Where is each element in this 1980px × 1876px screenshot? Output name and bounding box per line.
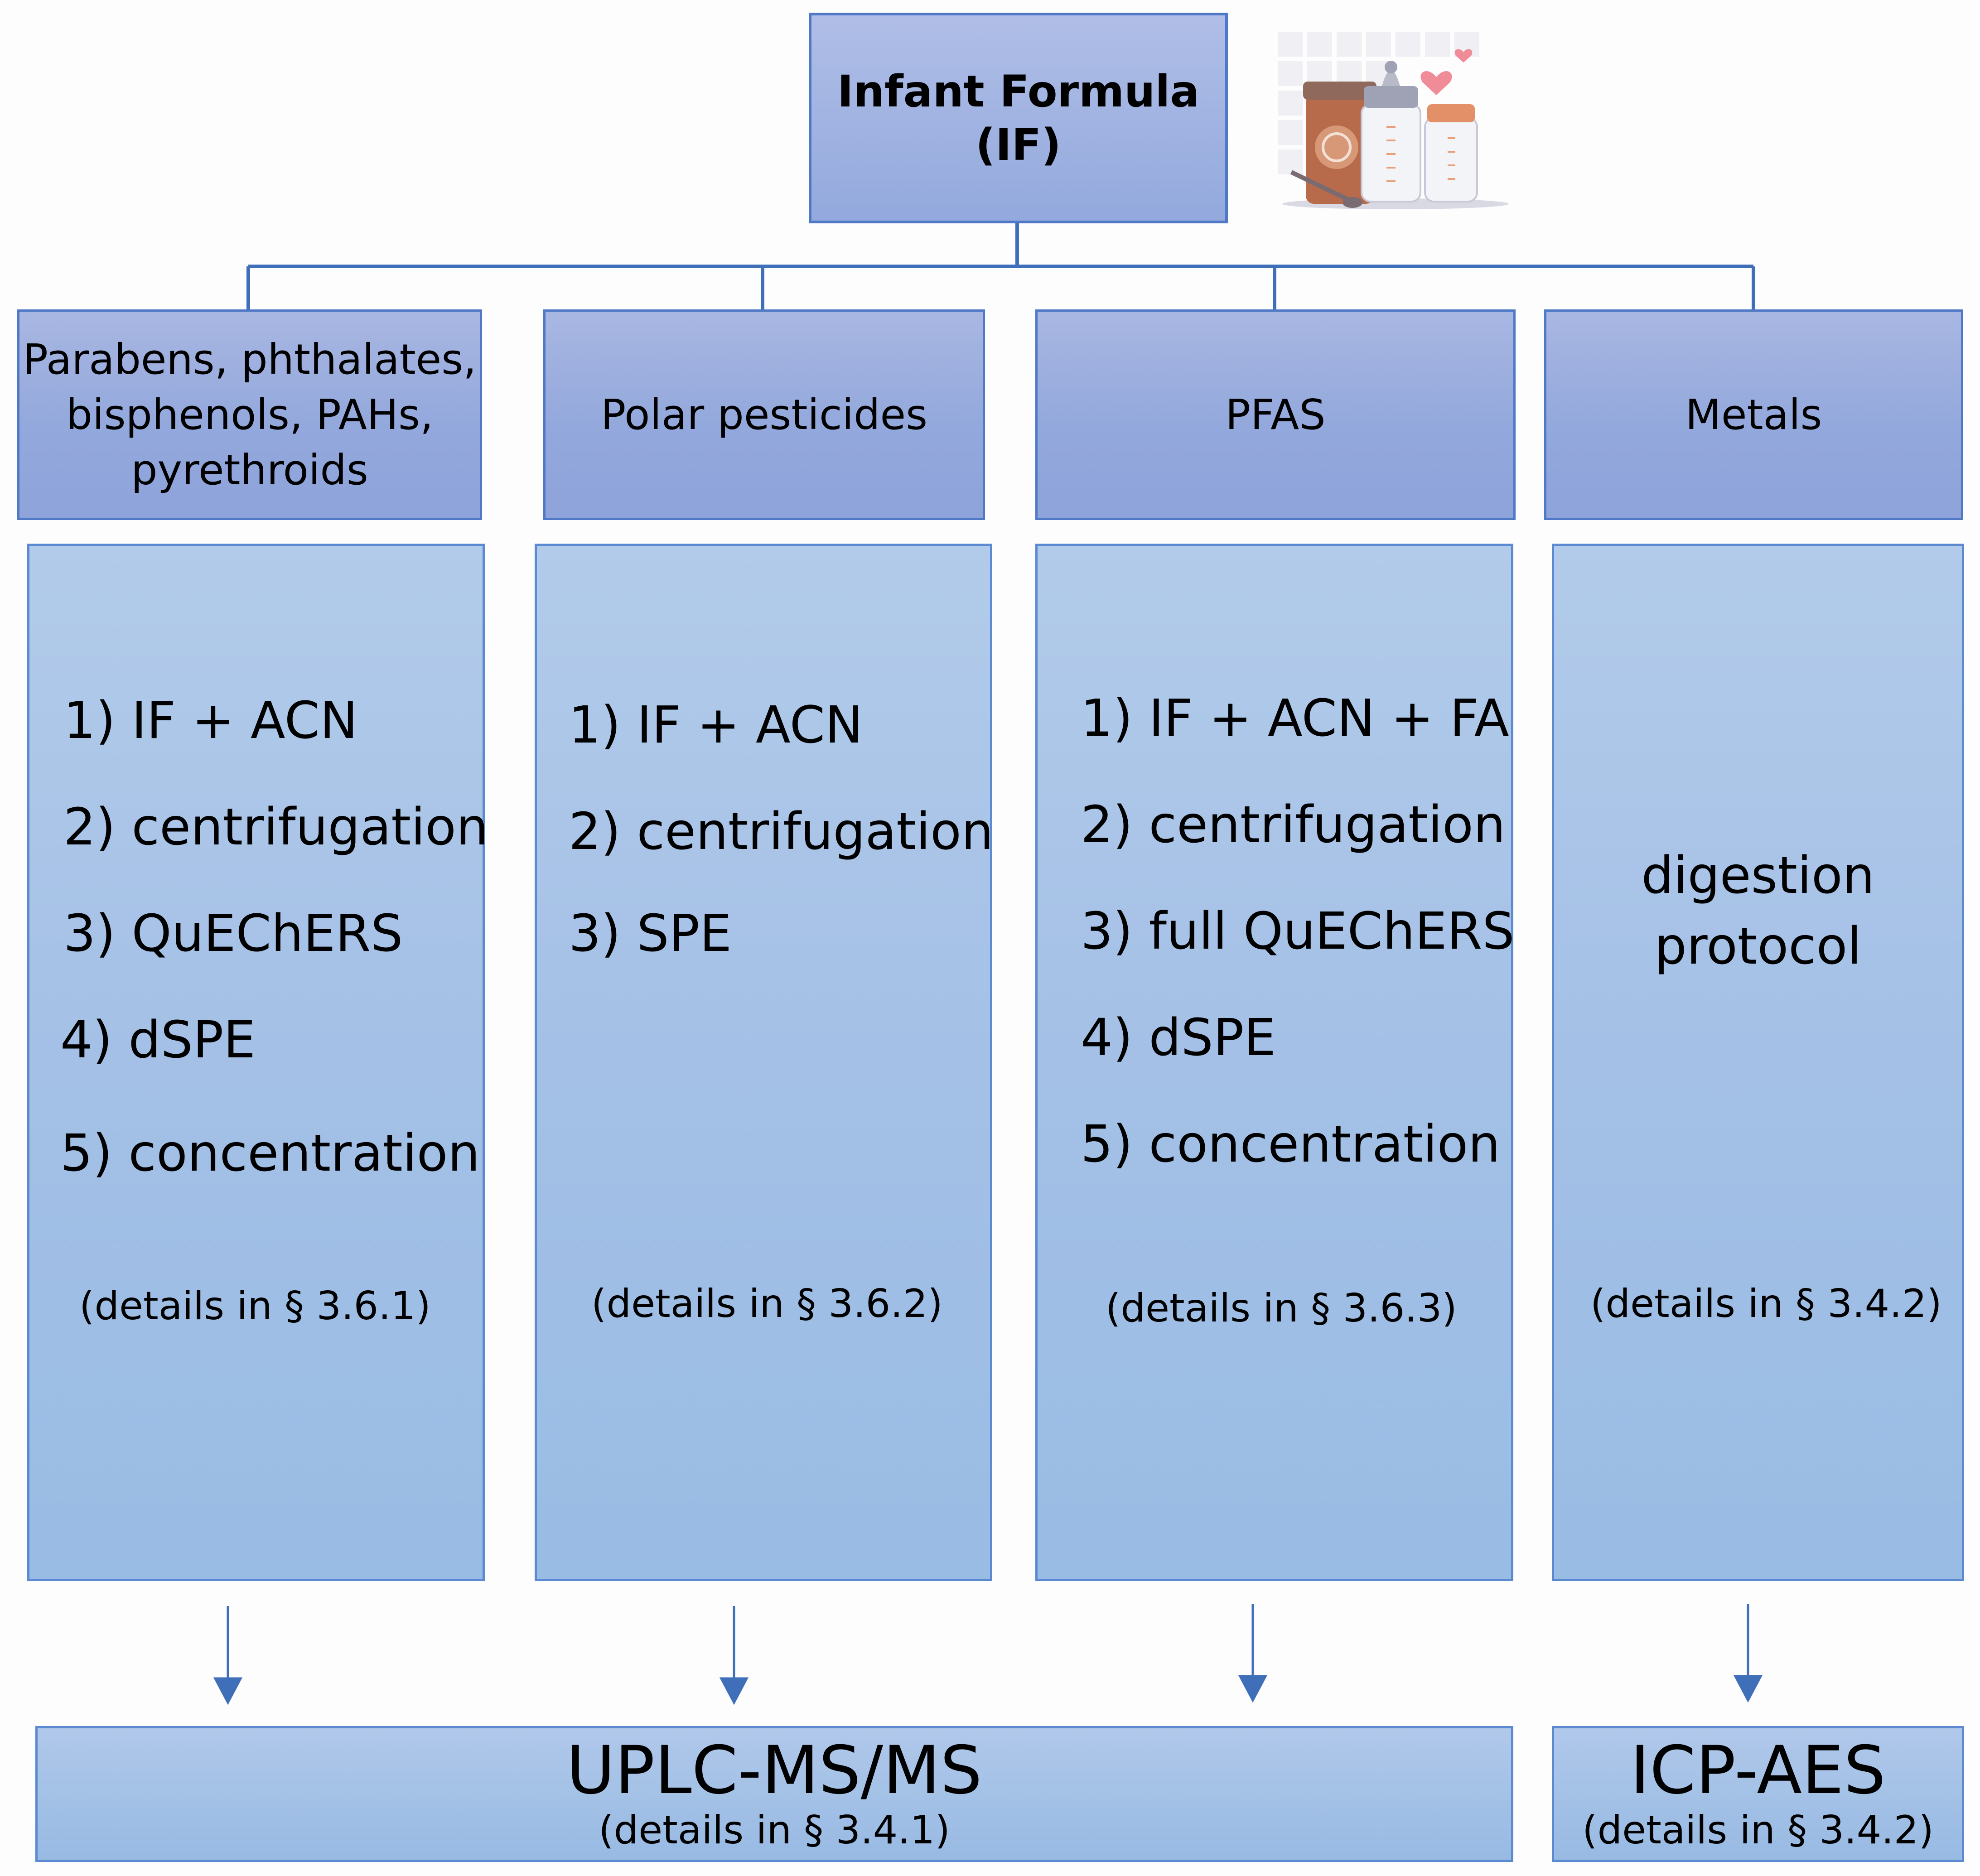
output-icp-title: ICP-AES: [1630, 1732, 1886, 1809]
step-1: 1) IF + ACN + FA: [1081, 689, 1509, 748]
output-icp-details: (details in § 3.4.2): [1582, 1808, 1934, 1853]
step-5: 5) concentration: [60, 1124, 480, 1183]
output-uplc-ms-ms: UPLC-MS/MS (details in § 3.4.1): [35, 1726, 1513, 1862]
protocol-box-pfas: 1) IF + ACN + FA 2) centrifugation 3) fu…: [1035, 544, 1515, 1581]
step-5: 5) concentration: [1081, 1115, 1501, 1174]
step-3: 3) QuEChERS: [63, 904, 403, 963]
header-pfas-label: PFAS: [1225, 390, 1326, 439]
details-ref: (details in § 3.6.1): [79, 1283, 431, 1329]
step-1: 1) IF + ACN: [63, 691, 358, 750]
step-1: 1) IF + ACN: [569, 696, 863, 755]
details-ref: (details in § 3.6.3): [1106, 1286, 1457, 1331]
header-parabens-line-3: pyrethroids: [131, 445, 368, 494]
step-3: 3) SPE: [569, 904, 732, 963]
arrow-1-head: [213, 1677, 243, 1705]
step-4: 4) dSPE: [60, 1011, 256, 1070]
root-box: Infant Formula (IF): [809, 13, 1228, 223]
details-ref: (details in § 3.6.2): [591, 1281, 943, 1326]
root-title: Infant Formula: [837, 66, 1200, 117]
digestion-line-1: digestion: [1641, 846, 1875, 905]
header-parabens-line-1: Parabens, phthalates,: [23, 335, 477, 384]
header-metals-label: Metals: [1685, 390, 1822, 439]
header-parabens-line-2: bisphenols, PAHs,: [66, 390, 434, 439]
output-uplc-title: UPLC-MS/MS: [566, 1732, 982, 1809]
header-pfas: PFAS: [1035, 309, 1516, 520]
root-subtitle: (IF): [975, 119, 1062, 170]
header-parabens: Parabens, phthalates, bisphenols, PAHs, …: [17, 309, 482, 520]
infant-formula-bottles-icon: [1278, 32, 1509, 209]
header-polar-pesticides-label: Polar pesticides: [600, 390, 928, 439]
output-icp-aes: ICP-AES (details in § 3.4.2): [1552, 1726, 1964, 1862]
details-ref: (details in § 3.4.2): [1590, 1281, 1942, 1326]
arrow-3-head: [1238, 1675, 1268, 1703]
step-3: 3) full QuEChERS: [1081, 902, 1515, 961]
step-2: 2) centrifugation: [1081, 796, 1506, 854]
digestion-protocol: digestion protocol: [1554, 840, 1962, 982]
header-polar-pesticides: Polar pesticides: [543, 309, 985, 520]
protocol-box-polar-pesticides: 1) IF + ACN 2) centrifugation 3) SPE (de…: [535, 544, 994, 1581]
step-2: 2) centrifugation: [63, 798, 488, 857]
protocol-box-parabens: 1) IF + ACN 2) centrifugation 3) QuEChER…: [27, 544, 488, 1581]
step-2: 2) centrifugation: [569, 802, 994, 861]
digestion-line-2: protocol: [1654, 917, 1862, 976]
arrow-4-head: [1733, 1675, 1763, 1703]
output-uplc-details: (details in § 3.4.1): [599, 1808, 950, 1853]
arrow-2-head: [719, 1677, 749, 1705]
protocol-box-metals: digestion protocol (details in § 3.4.2): [1552, 544, 1964, 1581]
header-metals: Metals: [1544, 309, 1963, 520]
step-4: 4) dSPE: [1081, 1008, 1276, 1067]
